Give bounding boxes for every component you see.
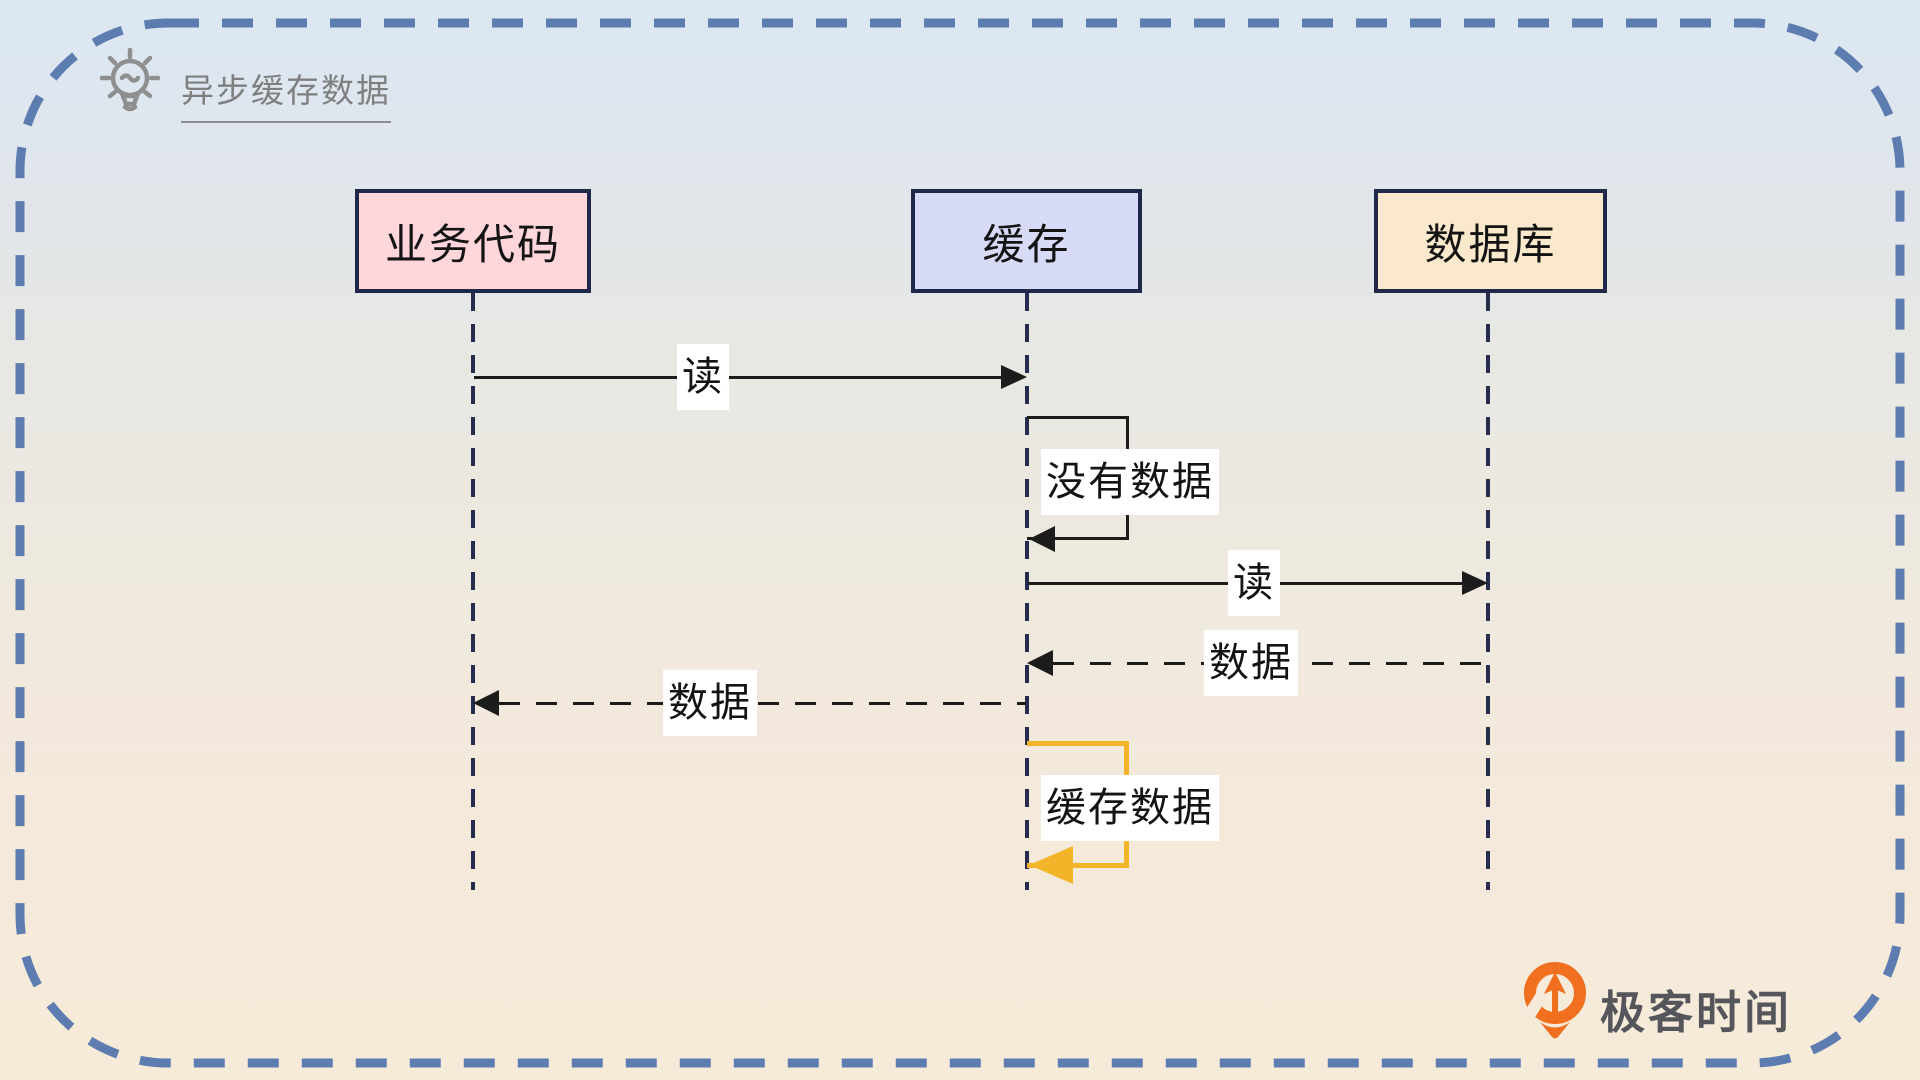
geektime-logo-icon xyxy=(1522,962,1586,1039)
message-label: 缓存数据 xyxy=(1041,775,1219,841)
message-line xyxy=(499,702,1026,705)
arrowhead-left-icon xyxy=(1027,650,1053,676)
geektime-logo-text: 极客时间 xyxy=(1600,987,1793,1038)
actor-box-cache: 缓存 xyxy=(911,189,1142,293)
actor-label: 缓存 xyxy=(982,220,1071,268)
lightbulb-icon xyxy=(99,47,161,112)
message-label: 没有数据 xyxy=(1041,449,1219,515)
lifeline-cache xyxy=(1025,293,1029,890)
message-label: 读 xyxy=(677,344,729,410)
arrowhead-left-icon xyxy=(1029,526,1055,552)
message-label: 读 xyxy=(1228,550,1280,616)
lifeline-database xyxy=(1486,293,1490,890)
arrowhead-right-icon xyxy=(1462,571,1488,595)
lifeline-business-code xyxy=(471,293,475,890)
diagram-title: 异步缓存数据 xyxy=(181,64,391,123)
actor-box-database: 数据库 xyxy=(1374,189,1607,293)
actor-box-business-code: 业务代码 xyxy=(355,189,591,293)
arrowhead-left-icon xyxy=(473,690,499,716)
arrowhead-left-icon xyxy=(1029,846,1073,884)
message-label: 数据 xyxy=(1204,630,1298,696)
message-line xyxy=(474,376,1002,379)
actor-label: 业务代码 xyxy=(384,220,561,268)
message-label: 数据 xyxy=(663,670,757,736)
actor-label: 数据库 xyxy=(1424,220,1557,268)
arrowhead-right-icon xyxy=(1001,365,1027,389)
